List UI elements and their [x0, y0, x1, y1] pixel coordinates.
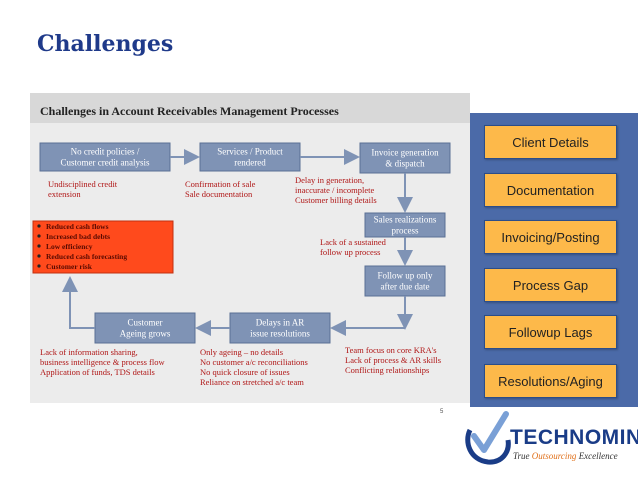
tagline-pre: True	[513, 451, 532, 461]
challenge-note: Delay in generation,	[295, 175, 364, 185]
challenge-note: Customer billing details	[295, 195, 377, 205]
tagline-post: Excellence	[576, 451, 618, 461]
impact-item: Low efficiency	[46, 242, 93, 251]
process-node-label: Sales realizations	[374, 215, 437, 225]
brand-tagline: True Outsourcing Excellence	[513, 451, 618, 461]
challenge-note: business intelligence & process flow	[40, 357, 166, 367]
technomine-logo-icon	[465, 411, 511, 465]
impact-item: Reduced cash flows	[46, 222, 109, 231]
sidebar-panel	[470, 113, 638, 407]
process-node-label: Customer	[128, 318, 163, 328]
challenge-note: Team focus on core KRA's	[345, 345, 437, 355]
challenge-note: Conflicting relationships	[345, 365, 429, 375]
flow-arrow	[62, 276, 95, 329]
impact-bullet-icon	[37, 264, 41, 268]
sidebar-item-followup-lags[interactable]: Followup Lags	[484, 315, 617, 349]
challenge-note: Undisciplined credit	[48, 179, 118, 189]
process-node	[359, 142, 451, 174]
sidebar-item-resolutions-aging[interactable]: Resolutions/Aging	[484, 364, 617, 398]
process-node	[94, 312, 196, 344]
diagram-header-bar	[30, 93, 470, 123]
process-node	[39, 142, 171, 172]
process-node-label: Services / Product	[217, 147, 283, 157]
page-mark: 5	[440, 409, 444, 413]
impact-bullet-icon	[37, 244, 41, 248]
process-node	[364, 265, 446, 297]
challenge-note: No quick closure of issues	[200, 367, 290, 377]
sidebar-item-documentation[interactable]: Documentation	[484, 173, 617, 207]
process-node-label: No credit policies /	[71, 147, 140, 157]
challenge-note: Only ageing – no details	[200, 347, 283, 357]
sidebar-item-invoicing-posting[interactable]: Invoicing/Posting	[484, 220, 617, 254]
process-node-label: Follow up only	[377, 271, 433, 281]
process-node-label: Delays in AR	[256, 318, 305, 328]
process-node-label: issue resolutions	[250, 329, 310, 339]
challenge-note: extension	[48, 189, 81, 199]
challenge-note: Lack of process & AR skills	[345, 355, 441, 365]
impact-item: Customer risk	[46, 262, 93, 271]
challenge-note: Sale documentation	[185, 189, 253, 199]
impact-box	[32, 220, 174, 274]
process-node-label: Invoice generation	[371, 148, 439, 158]
process-node-label: & dispatch	[385, 159, 425, 169]
process-node-label: process	[392, 226, 419, 236]
process-node-label: rendered	[234, 158, 266, 168]
brand-name: TECHNOMINE	[510, 426, 638, 449]
ar-process-diagram: Challenges in Account Receivables Manage…	[30, 93, 470, 413]
challenge-note: Confirmation of sale	[185, 179, 256, 189]
process-node-label: Ageing grows	[120, 329, 171, 339]
sidebar-item-process-gap[interactable]: Process Gap	[484, 268, 617, 302]
impact-bullet-icon	[37, 254, 41, 258]
process-node	[229, 312, 331, 344]
challenge-note: Reliance on stretched a/c team	[200, 377, 304, 387]
process-node-label: after due date	[381, 282, 430, 292]
tagline-highlight: Outsourcing	[531, 451, 577, 461]
challenge-note: Lack of information sharing,	[40, 347, 138, 357]
impact-item: Reduced cash forecasting	[46, 252, 127, 261]
challenge-note: Application of funds, TDS details	[40, 367, 155, 377]
challenge-note: No customer a/c reconciliations	[200, 357, 308, 367]
process-node-label: Customer credit analysis	[61, 158, 150, 168]
challenge-note: Lack of a sustained	[320, 237, 387, 247]
slide-title: Challenges	[37, 31, 174, 57]
impact-bullet-icon	[37, 234, 41, 238]
challenge-note: follow up process	[320, 247, 380, 257]
impact-bullet-icon	[37, 224, 41, 228]
challenge-note: inaccurate / incomplete	[295, 185, 375, 195]
diagram-header: Challenges in Account Receivables Manage…	[40, 104, 339, 118]
sidebar-item-client-details[interactable]: Client Details	[484, 125, 617, 159]
impact-item: Increased bad debts	[46, 232, 110, 241]
